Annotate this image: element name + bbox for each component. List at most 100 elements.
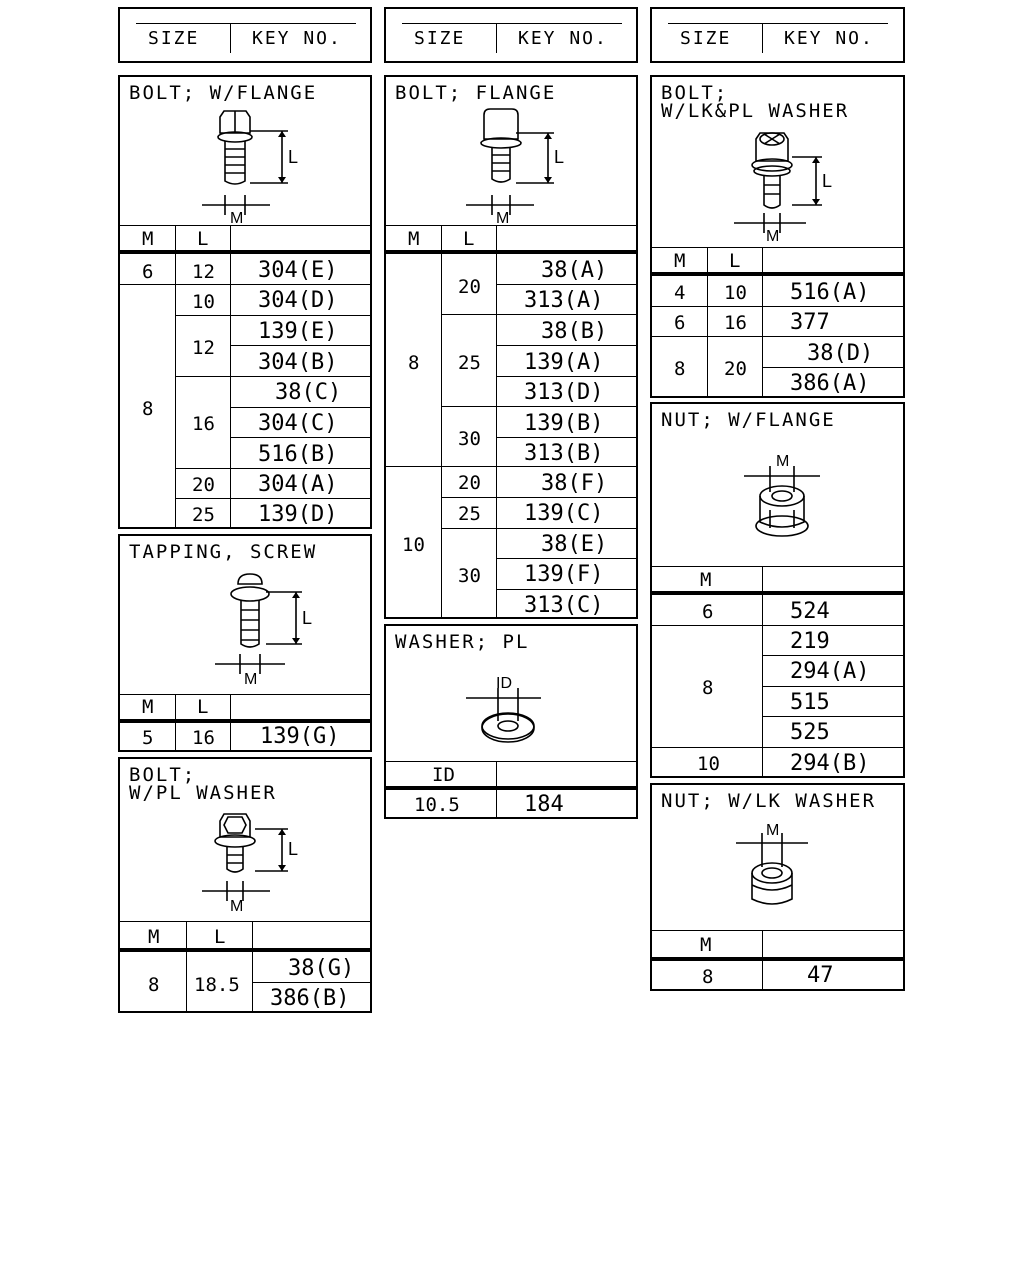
row-l: 25 <box>458 503 481 525</box>
svg-text:M: M <box>230 210 243 227</box>
key-no: 38(A) <box>541 258 608 283</box>
lk-washer-nut-icon: M <box>736 822 808 905</box>
section-bolt-flange: BOLT; FLANGE L M M L 8 20 38(A) 313(A) 2… <box>384 75 638 619</box>
section-title-line2: W/LK&PL WASHER <box>661 100 850 122</box>
col-m-header: M <box>700 569 712 591</box>
row-m: 6 <box>702 601 714 623</box>
col-id-header: ID <box>432 764 455 786</box>
key-no: 313(B) <box>524 441 604 466</box>
section-nut-w-flange: NUT; W/FLANGE M M 6 524 8 219 294(A) 515… <box>650 402 905 778</box>
row-l: 10 <box>724 282 747 304</box>
row-m: 6 <box>674 312 686 334</box>
svg-text:M: M <box>496 210 509 227</box>
key-no: 304(E) <box>258 258 338 283</box>
key-no: 38(D) <box>807 341 874 366</box>
key-no: 139(F) <box>524 562 604 587</box>
svg-text:M: M <box>766 228 779 245</box>
key-no: 139(G) <box>260 724 340 749</box>
key-no: 304(A) <box>258 472 338 497</box>
key-no: 524 <box>790 599 830 624</box>
key-no: 219 <box>790 629 830 654</box>
key-no: 313(D) <box>524 380 604 405</box>
header-box-1: SIZE KEY NO. <box>118 7 372 63</box>
col-m-header: M <box>148 926 160 948</box>
row-m: 8 <box>702 677 714 699</box>
row-m: 10 <box>402 534 425 556</box>
section-nut-w-lk-washer: NUT; W/LK WASHER M M 8 47 <box>650 783 905 991</box>
row-m: 8 <box>408 352 420 374</box>
row-l: 25 <box>192 504 215 526</box>
key-no: 386(B) <box>270 986 350 1011</box>
col-m-header: M <box>674 250 686 272</box>
row-l: 20 <box>192 474 215 496</box>
key-no: 38(C) <box>275 380 342 405</box>
section-tapping-screw: TAPPING, SCREW L M M L 5 16 139(G) <box>118 534 372 752</box>
row-m: 6 <box>142 261 154 283</box>
section-title: BOLT; FLANGE <box>395 82 557 104</box>
svg-text:ID: ID <box>496 675 512 692</box>
section-washer-pl: WASHER; PL ID ID 10.5 184 <box>384 624 638 819</box>
key-no-header: KEY NO. <box>252 28 342 49</box>
row-l: 12 <box>192 261 215 283</box>
key-no: 304(C) <box>258 411 338 436</box>
row-l: 16 <box>192 727 215 749</box>
section-bolt-w-lk-pl-washer: BOLT; W/LK&PL WASHER L M M L 4 10 516(A)… <box>650 75 905 398</box>
col-l-header: L <box>214 926 226 948</box>
key-no: 139(B) <box>524 411 604 436</box>
svg-text:M: M <box>776 453 789 470</box>
row-l: 16 <box>192 413 215 435</box>
col-l-header: L <box>729 250 741 272</box>
header-box-2: SIZE KEY NO. <box>384 7 638 63</box>
col-l-header: L <box>197 228 209 250</box>
col-m-header: M <box>142 696 154 718</box>
header-box-3: SIZE KEY NO. <box>650 7 905 63</box>
key-no: 516(B) <box>258 442 338 467</box>
key-no: 294(A) <box>790 659 870 684</box>
section-title: NUT; W/LK WASHER <box>661 790 877 812</box>
section-title-line1: BOLT; <box>661 82 729 104</box>
plain-washer-icon: ID <box>466 675 541 743</box>
section-title: NUT; W/FLANGE <box>661 409 836 431</box>
svg-text:L: L <box>554 147 564 167</box>
key-no: 184 <box>524 792 564 817</box>
row-m: 8 <box>148 974 160 996</box>
pl-washer-bolt-icon: L M <box>202 813 298 915</box>
key-no: 386(A) <box>790 371 870 396</box>
row-m: 8 <box>674 358 686 380</box>
col-m-header: M <box>700 934 712 956</box>
key-no: 313(C) <box>524 593 604 618</box>
key-no: 38(F) <box>541 471 608 496</box>
row-m: 8 <box>142 398 154 420</box>
key-no: 139(C) <box>524 501 604 526</box>
section-bolt-w-pl-washer: BOLT; W/PL WASHER L M M L 8 18.5 38(G) 3… <box>118 757 372 1013</box>
svg-text:M: M <box>244 671 257 688</box>
key-no: 139(D) <box>258 502 338 527</box>
key-no: 38(E) <box>541 532 608 557</box>
svg-text:L: L <box>288 147 298 167</box>
col-m-header: M <box>408 228 420 250</box>
key-no: 38(B) <box>541 319 608 344</box>
section-title-line1: BOLT; <box>129 764 197 786</box>
key-no: 377 <box>790 310 830 335</box>
key-no: 515 <box>790 690 830 715</box>
key-no: 313(A) <box>524 288 604 313</box>
section-title-line2: W/PL WASHER <box>129 782 277 804</box>
row-l: 20 <box>458 472 481 494</box>
key-no: 139(E) <box>258 319 338 344</box>
row-m: 10 <box>697 753 720 775</box>
row-l: 30 <box>458 565 481 587</box>
key-no: 38(G) <box>288 956 355 981</box>
row-id: 10.5 <box>414 794 460 816</box>
lk-pl-washer-bolt-icon: L M <box>734 132 832 245</box>
row-m: 4 <box>674 282 686 304</box>
svg-text:L: L <box>288 839 298 859</box>
row-l: 12 <box>192 337 215 359</box>
key-no: 47 <box>807 963 834 988</box>
flange-bolt-icon: L M <box>202 110 298 227</box>
row-m: 5 <box>142 727 154 749</box>
key-no-header: KEY NO. <box>784 28 874 49</box>
key-no: 294(B) <box>790 751 870 776</box>
section-title: WASHER; PL <box>395 631 530 653</box>
svg-text:L: L <box>822 171 832 191</box>
row-l: 20 <box>724 358 747 380</box>
